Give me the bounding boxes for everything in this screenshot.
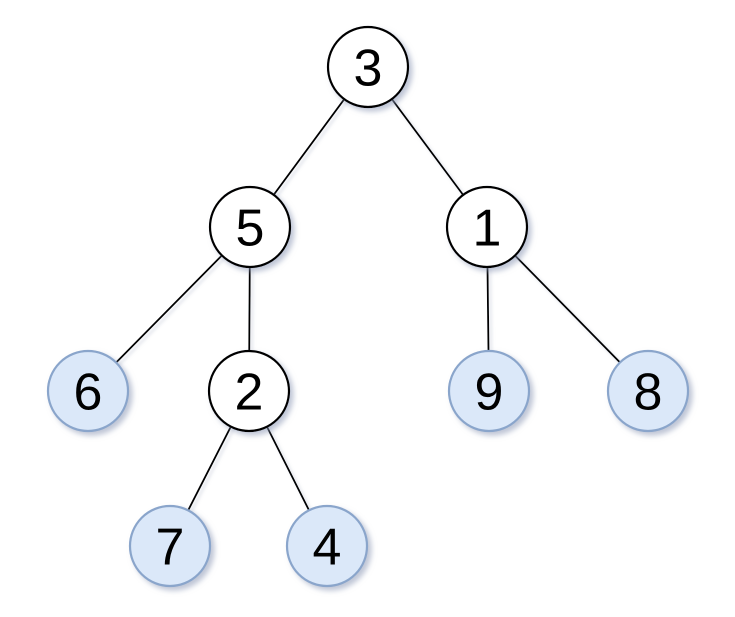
node-label: 1	[473, 200, 502, 258]
node-label: 2	[235, 364, 264, 422]
node-label: 7	[156, 519, 185, 577]
node-label: 3	[354, 40, 383, 98]
tree-node-6: 6	[46, 349, 130, 433]
tree-node-4: 4	[285, 504, 369, 588]
internal-node-circle	[445, 185, 529, 269]
node-label: 4	[313, 519, 342, 577]
node-label: 6	[74, 364, 103, 422]
tree-node-3: 3	[326, 25, 410, 109]
node-label: 9	[475, 364, 504, 422]
tree-node-8: 8	[606, 349, 690, 433]
tree-node-7: 7	[128, 504, 212, 588]
internal-node-circle	[208, 185, 292, 269]
leaf-node-circle	[606, 349, 690, 433]
tree-node-2: 2	[207, 349, 291, 433]
node-label: 8	[634, 364, 663, 422]
leaf-node-circle	[46, 349, 130, 433]
leaf-node-circle	[128, 504, 212, 588]
tree-node-9: 9	[447, 349, 531, 433]
leaf-node-circle	[447, 349, 531, 433]
leaf-node-circle	[285, 504, 369, 588]
internal-node-circle	[207, 349, 291, 433]
node-label: 5	[236, 200, 265, 258]
nodes-layer: 3 5 1 6 2 9 8 7 4	[46, 25, 690, 588]
internal-node-circle	[326, 25, 410, 109]
tree-node-1: 1	[445, 185, 529, 269]
edges-layer	[87, 66, 649, 547]
tree-node-5: 5	[208, 185, 292, 269]
